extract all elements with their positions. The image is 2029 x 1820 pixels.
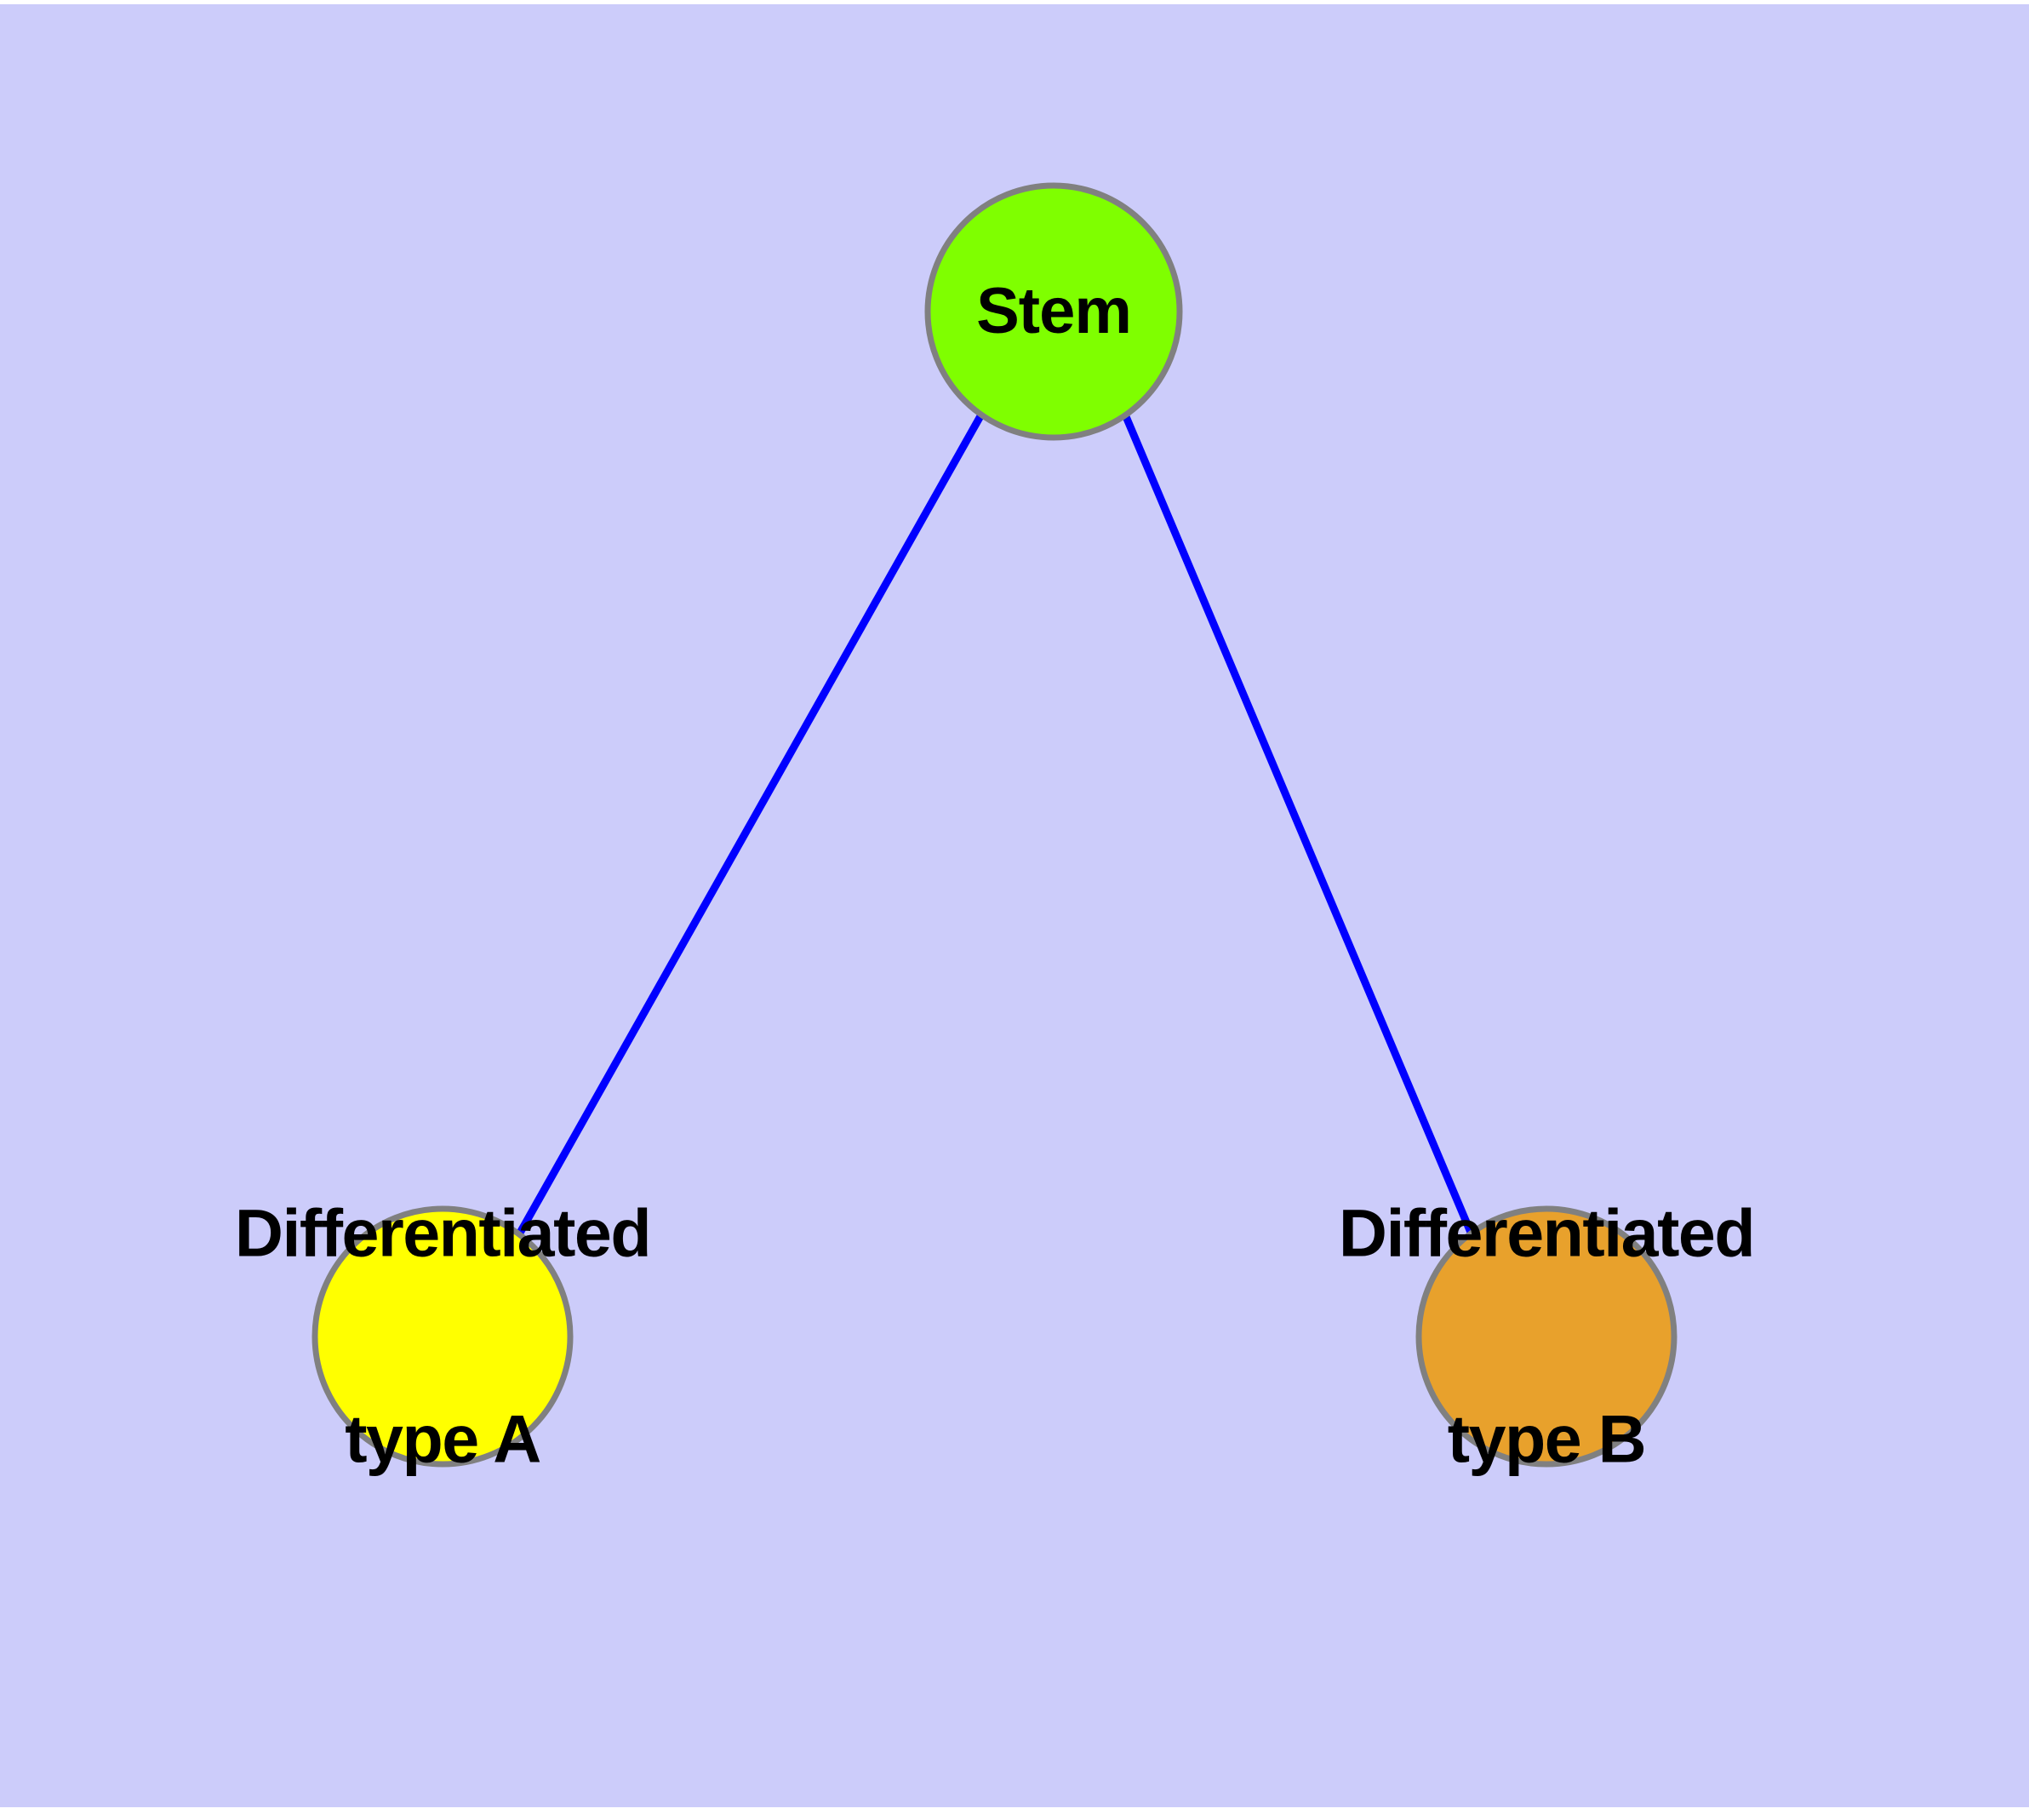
edge-layer [516,412,1476,1237]
node-differentiated-type-b[interactable] [1415,1205,1677,1468]
edge-stem-to-type-b[interactable] [1121,413,1476,1236]
node-differentiated-type-a[interactable] [311,1205,574,1468]
edge-stem-to-type-a[interactable] [516,412,985,1237]
node-layer [311,182,1677,1468]
node-stem[interactable] [924,182,1183,441]
